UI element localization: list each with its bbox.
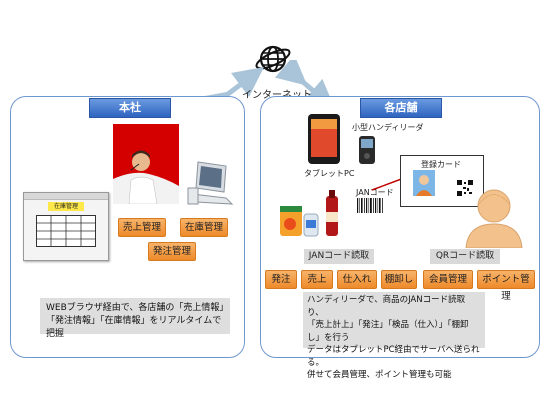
hq-note-line-1: WEBブラウザ経由で、各店舗の「売上情報」 [46,303,229,313]
spreadsheet-window: 在庫管理 [23,192,109,261]
store-order-button[interactable]: 発注 [265,270,297,289]
qr-code-icon [457,180,473,196]
handy-reader-label: 小型ハンディリーダ [352,123,424,132]
products-icon [276,190,346,242]
tablet-label: タブレットPC [304,169,355,178]
internet-label: インターネット [242,86,312,101]
barcode-icon [356,197,384,215]
member-card-photo [413,170,435,196]
store-purchase-button[interactable]: 仕入れ [337,270,377,289]
spreadsheet-title: 在庫管理 [48,202,84,211]
tablet-icon [307,113,341,165]
handy-reader-icon [358,135,376,165]
jan-read-label: JANコード読取 [304,249,374,264]
spreadsheet-grid [36,215,96,247]
store-points-button[interactable]: ポイント管理 [477,270,535,302]
hq-note-line-2: 「発注情報」「在庫情報」をリアルタイムで把握 [46,316,222,339]
hq-sales-button[interactable]: 売上管理 [118,218,166,237]
jan-code-label: JANコード [356,188,394,197]
stores-title: 各店舗 [360,98,442,118]
store-sales-button[interactable]: 売上 [301,270,333,289]
stores-note-line-2: 「売上計上」「発注」「検品（仕入）」「棚卸し」を行う [307,320,469,343]
hq-title: 本社 [89,98,171,118]
hq-note: WEBブラウザ経由で、各店舗の「売上情報」 「発注情報」「在庫情報」をリアルタイ… [40,298,230,339]
stores-note: ハンディリーダで、商品のJANコード読取り、 「売上計上」「発注」「検品（仕入）… [303,292,485,380]
stores-note-line-4: 併せて会員管理、ポイント管理も可能 [307,370,452,380]
hq-order-button[interactable]: 発注管理 [148,242,196,261]
hq-inventory-button[interactable]: 在庫管理 [180,218,228,237]
desktop-computer-icon [186,160,236,208]
member-card-label: 登録カード [421,160,461,169]
customer-icon [462,186,526,248]
member-card: 登録カード [400,155,484,207]
operator-photo [113,124,179,204]
store-member-button[interactable]: 会員管理 [423,270,473,289]
qr-read-label: QRコード読取 [430,249,500,264]
store-stocktake-button[interactable]: 棚卸し [381,270,417,289]
stores-note-line-3: データはタブレットPC経由でサーバへ送られる。 [307,345,480,368]
stores-note-line-1: ハンディリーダで、商品のJANコード読取り、 [307,295,466,318]
